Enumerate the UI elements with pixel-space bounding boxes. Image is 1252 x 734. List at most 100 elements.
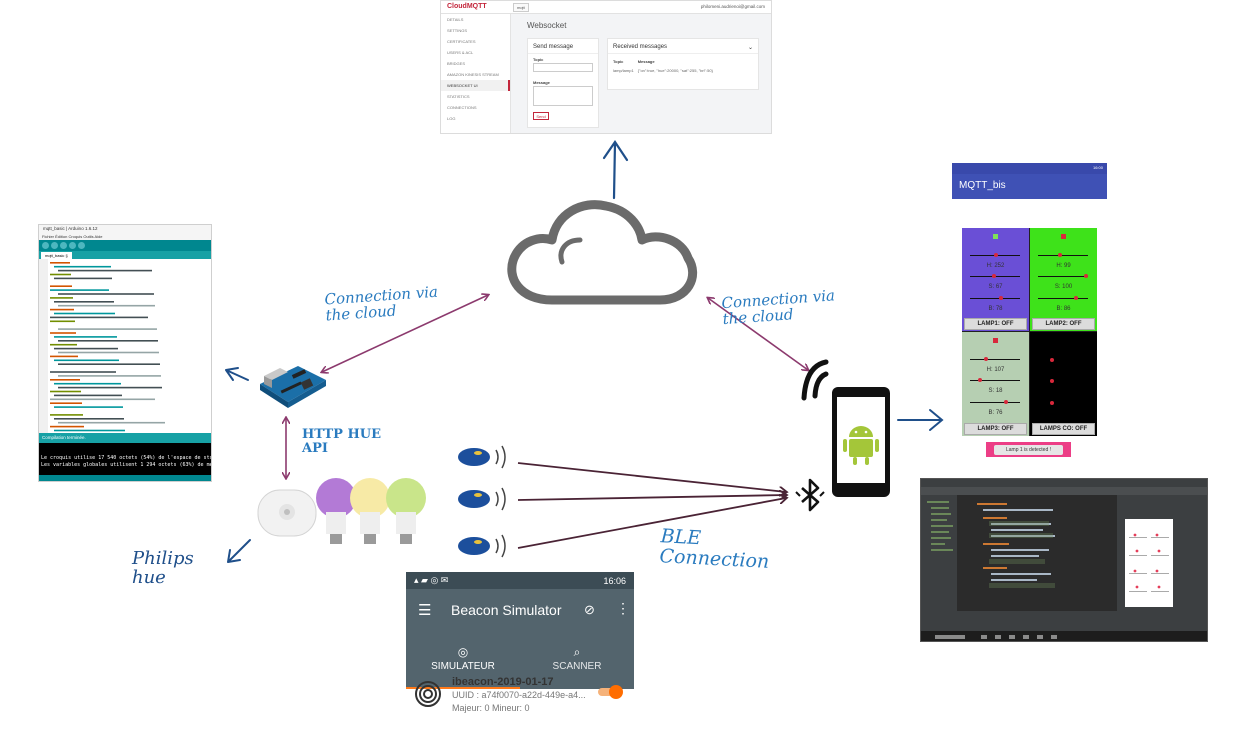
- code-line: [58, 363, 160, 365]
- arrow-arduino-to-ide: [225, 367, 249, 381]
- tab-scanner[interactable]: SCANNER: [552, 661, 602, 672]
- sidebar-item-users-acl[interactable]: USERS & ACL: [447, 50, 474, 55]
- topic-input[interactable]: [533, 63, 593, 72]
- bri-slider[interactable]: [970, 298, 1020, 299]
- slider-thumb[interactable]: [978, 378, 982, 382]
- hue-bridge-icon: [257, 489, 317, 537]
- tab-simulateur[interactable]: SIMULATEUR: [431, 661, 495, 672]
- slider-thumb[interactable]: [1058, 253, 1062, 257]
- lamp3-toggle-button[interactable]: LAMP3: OFF: [964, 423, 1027, 435]
- code-line: [58, 386, 162, 389]
- slider-thumb[interactable]: [1050, 358, 1054, 362]
- slider-thumb[interactable]: [992, 274, 996, 278]
- code-line: [50, 332, 76, 334]
- tab-mqtt-basic[interactable]: mqtt_basic §: [41, 252, 72, 259]
- sidebar-item-websocket[interactable]: WEBSOCKET UI: [441, 80, 510, 91]
- arrow-beacon2-phone: [517, 495, 786, 501]
- slider-thumb[interactable]: [984, 357, 988, 361]
- beacon-simulator-app: ▴ ▰ ◎ ✉16:06 ☰ Beacon Simulator ⊘ ⋮ ◎ ⌕ …: [406, 572, 634, 734]
- beacon-toggle[interactable]: [598, 685, 623, 699]
- ide-menubar[interactable]: Fichier Édition Croquis Outils Aide: [39, 233, 211, 240]
- slider-thumb[interactable]: [1050, 379, 1054, 383]
- col-topic: Topic: [613, 59, 624, 64]
- lamps-co-toggle-button[interactable]: LAMPS CO: OFF: [1032, 423, 1095, 435]
- chevron-down-icon[interactable]: ⌄: [747, 45, 753, 51]
- code-line: [58, 421, 165, 424]
- sidebar-item-bridges[interactable]: BRIDGES: [447, 61, 466, 66]
- upload-icon[interactable]: [51, 242, 58, 249]
- ble-beacon-icon: [458, 487, 506, 511]
- code-line: [54, 277, 112, 280]
- sidebar-item-certificates[interactable]: CERTIFICATES: [447, 39, 476, 44]
- code-line: [50, 316, 148, 319]
- menu-icon[interactable]: ☰: [418, 602, 432, 619]
- open-icon[interactable]: [69, 242, 76, 249]
- hue-bulb-icon: [386, 478, 426, 544]
- slider-thumb[interactable]: [1050, 401, 1054, 405]
- sidebar-item-details[interactable]: DETAILS: [447, 17, 464, 22]
- page-title: Websocket: [527, 21, 567, 30]
- status-time: 16:06: [603, 575, 626, 586]
- sat-slider[interactable]: [970, 380, 1020, 381]
- code-line: [54, 418, 124, 420]
- arrow-cloud-phone: [708, 298, 808, 370]
- label-ble-connection: BLE Connection: [659, 525, 770, 573]
- send-button[interactable]: Send: [533, 112, 549, 120]
- code-line: [54, 394, 122, 397]
- code-line: [54, 347, 118, 350]
- line-gutter: [39, 259, 48, 433]
- lamp2-toggle-button[interactable]: LAMP2: OFF: [1032, 318, 1095, 330]
- lamp-grid: H: 252 S: 67 B: 78 LAMP1: OFF H: 99 S: 1…: [962, 228, 1097, 436]
- cloudmqtt-window: CloudMQTT mqtt philomeni.audrienoi@gmail…: [440, 0, 772, 134]
- code-line: [54, 312, 115, 315]
- arrow-beacon3-phone: [517, 498, 786, 549]
- lamp1-toggle-button[interactable]: LAMP1: OFF: [964, 318, 1027, 330]
- code-line: [50, 285, 72, 287]
- message-textarea[interactable]: [533, 86, 593, 106]
- broadcast-off-icon[interactable]: ⊘: [584, 602, 595, 617]
- code-editor[interactable]: [39, 259, 211, 433]
- sat-value: S: 67: [988, 284, 1003, 290]
- code-line: [50, 289, 109, 291]
- new-icon[interactable]: [60, 242, 67, 249]
- sidebar-item-settings[interactable]: SETTINGS: [447, 28, 468, 33]
- user-menu[interactable]: philomeni.audrienoi@gmail.com: [700, 4, 765, 9]
- sidebar-item-statistics[interactable]: STATISTICS: [447, 94, 470, 99]
- bri-slider[interactable]: [970, 402, 1020, 403]
- more-options-icon[interactable]: ⋮: [616, 600, 630, 616]
- ide-title: mqtt_basic | Arduino 1.6.12: [39, 225, 211, 233]
- code-line: [54, 336, 117, 338]
- bri-value: B: 78: [988, 306, 1003, 312]
- bri-slider[interactable]: [1038, 298, 1088, 299]
- sidebar-item-kinesis[interactable]: AMAZON KINESIS STREAM: [447, 72, 499, 77]
- slider-thumb[interactable]: [1004, 400, 1008, 404]
- instance-select[interactable]: mqtt: [513, 3, 529, 12]
- sidebar-item-log[interactable]: LOG: [447, 116, 456, 121]
- slider-thumb[interactable]: [1074, 296, 1078, 300]
- android-studio-ide: [921, 479, 1207, 641]
- sidebar-item-connections[interactable]: CONNECTIONS: [447, 105, 477, 110]
- sat-slider[interactable]: [1038, 276, 1088, 277]
- bluetooth-icon: [795, 478, 825, 512]
- save-icon[interactable]: [78, 242, 85, 249]
- hue-slider[interactable]: [970, 359, 1020, 360]
- cloudmqtt-topbar: CloudMQTT mqtt philomeni.audrienoi@gmail…: [441, 1, 771, 14]
- code-lines: [50, 262, 165, 432]
- code-line: [58, 340, 158, 342]
- code-line: [50, 320, 75, 323]
- code-line: [58, 304, 155, 307]
- beacon-signal-icon: [415, 681, 441, 707]
- ide-footer: [39, 475, 211, 481]
- code-line: [58, 328, 157, 330]
- hue-slider[interactable]: [1038, 255, 1088, 256]
- detection-toast: Lamp 1 is detected !: [986, 442, 1071, 457]
- slider-thumb[interactable]: [994, 253, 998, 257]
- slider-thumb[interactable]: [1084, 274, 1088, 278]
- cloudmqtt-sidebar: DETAILS SETTINGS CERTIFICATES USERS & AC…: [441, 14, 511, 133]
- code-line: [50, 343, 77, 346]
- toast-text: Lamp 1 is detected !: [994, 445, 1063, 455]
- arrow-beacon1-phone: [517, 462, 786, 492]
- slider-thumb[interactable]: [999, 296, 1003, 300]
- verify-icon[interactable]: [42, 242, 49, 249]
